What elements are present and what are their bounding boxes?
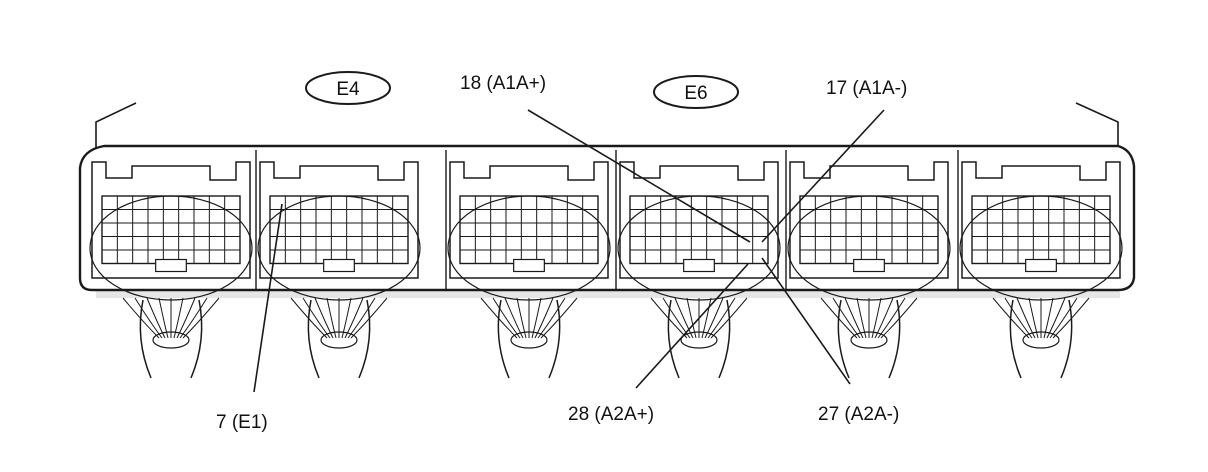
leader-line-pin27 bbox=[761, 257, 851, 385]
pin7-label: 7 (E1) bbox=[216, 412, 268, 433]
leader-line-pin7 bbox=[253, 203, 283, 393]
connector-module-1 bbox=[89, 161, 253, 301]
wire-bundle-1 bbox=[122, 297, 220, 379]
connector-module-6 bbox=[957, 150, 1123, 301]
connector-module-4 bbox=[615, 150, 781, 301]
leader-line-pin18 bbox=[527, 109, 751, 243]
pin27-label: 27 (A2A-) bbox=[818, 404, 899, 425]
connector-e4-badge bbox=[305, 71, 391, 105]
wire-bundle-5 bbox=[820, 297, 918, 379]
wire-harness bbox=[122, 297, 1090, 379]
housing-top-bracket bbox=[95, 102, 1119, 149]
wire-bundle-2 bbox=[290, 297, 388, 379]
connector-e6-label: E6 bbox=[684, 83, 707, 104]
leader-line-pin28 bbox=[635, 263, 749, 389]
pin28-label: 28 (A2A+) bbox=[568, 404, 654, 425]
wire-bundle-4 bbox=[650, 297, 748, 379]
connector-e6-badge bbox=[653, 75, 739, 109]
wire-bundle-3 bbox=[480, 297, 578, 379]
leader-lines bbox=[253, 109, 885, 393]
connector-e4-label: E4 bbox=[336, 79, 360, 100]
connector-modules bbox=[89, 150, 1123, 301]
pin17-label: 17 (A1A-) bbox=[826, 78, 907, 99]
leader-line-pin17 bbox=[761, 109, 885, 243]
wire-bundle-6 bbox=[992, 297, 1090, 379]
connector-module-3 bbox=[445, 150, 611, 301]
connector-module-5 bbox=[785, 150, 951, 301]
pin18-label: 18 (A1A+) bbox=[460, 73, 546, 94]
connector-module-2 bbox=[255, 150, 421, 301]
